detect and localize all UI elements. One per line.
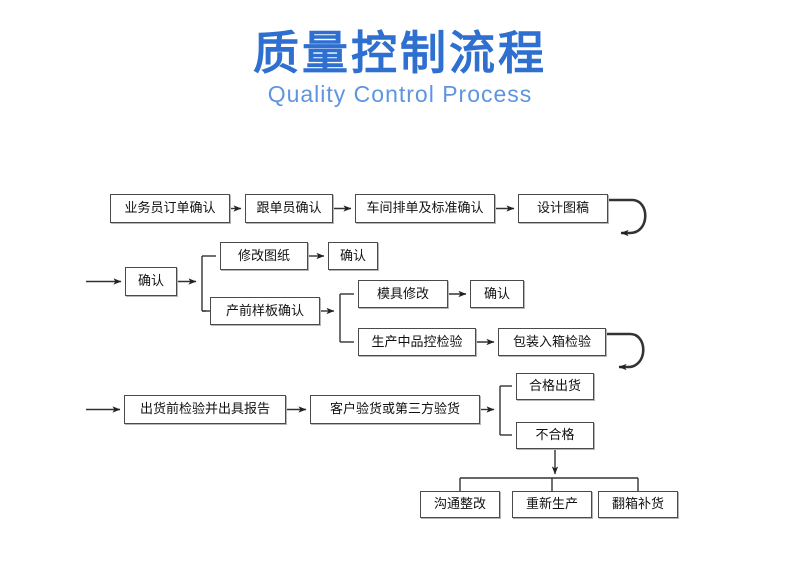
- node-fail-reject[interactable]: 不合格: [516, 422, 594, 449]
- node-confirm-drawing[interactable]: 确认: [328, 242, 378, 270]
- node-design-draft[interactable]: 设计图稿: [518, 194, 608, 223]
- node-revise-drawing[interactable]: 修改图纸: [220, 242, 308, 270]
- node-communicate-rectify[interactable]: 沟通整改: [420, 491, 500, 518]
- node-preproduction-sample-confirm[interactable]: 产前样板确认: [210, 297, 320, 325]
- node-pass-shipment[interactable]: 合格出货: [516, 373, 594, 400]
- node-repack-replenish[interactable]: 翻箱补货: [598, 491, 678, 518]
- node-merchandiser-confirm[interactable]: 跟单员确认: [245, 194, 333, 223]
- node-preshipment-inspection-report[interactable]: 出货前检验并出具报告: [124, 395, 286, 424]
- page-subtitle: Quality Control Process: [267, 80, 533, 107]
- loop-arrow-packaging: [607, 332, 645, 371]
- node-reproduce[interactable]: 重新生产: [512, 491, 592, 518]
- page-title: 质量控制流程: [253, 26, 547, 80]
- node-confirm-row2[interactable]: 确认: [125, 267, 177, 296]
- node-workshop-schedule-confirm[interactable]: 车间排单及标准确认: [355, 194, 495, 223]
- title-block: 质量控制流程 Quality Control Process: [0, 28, 800, 108]
- node-inprocess-quality-check[interactable]: 生产中品控检验: [358, 328, 476, 356]
- node-customer-or-thirdparty-inspection[interactable]: 客户验货或第三方验货: [310, 395, 480, 424]
- node-packing-inspection[interactable]: 包装入箱检验: [498, 328, 606, 356]
- node-mold-revision[interactable]: 模具修改: [358, 280, 448, 308]
- node-confirm-mold[interactable]: 确认: [470, 280, 524, 308]
- node-sales-order-confirm[interactable]: 业务员订单确认: [110, 194, 230, 223]
- loop-arrow-design: [609, 198, 647, 237]
